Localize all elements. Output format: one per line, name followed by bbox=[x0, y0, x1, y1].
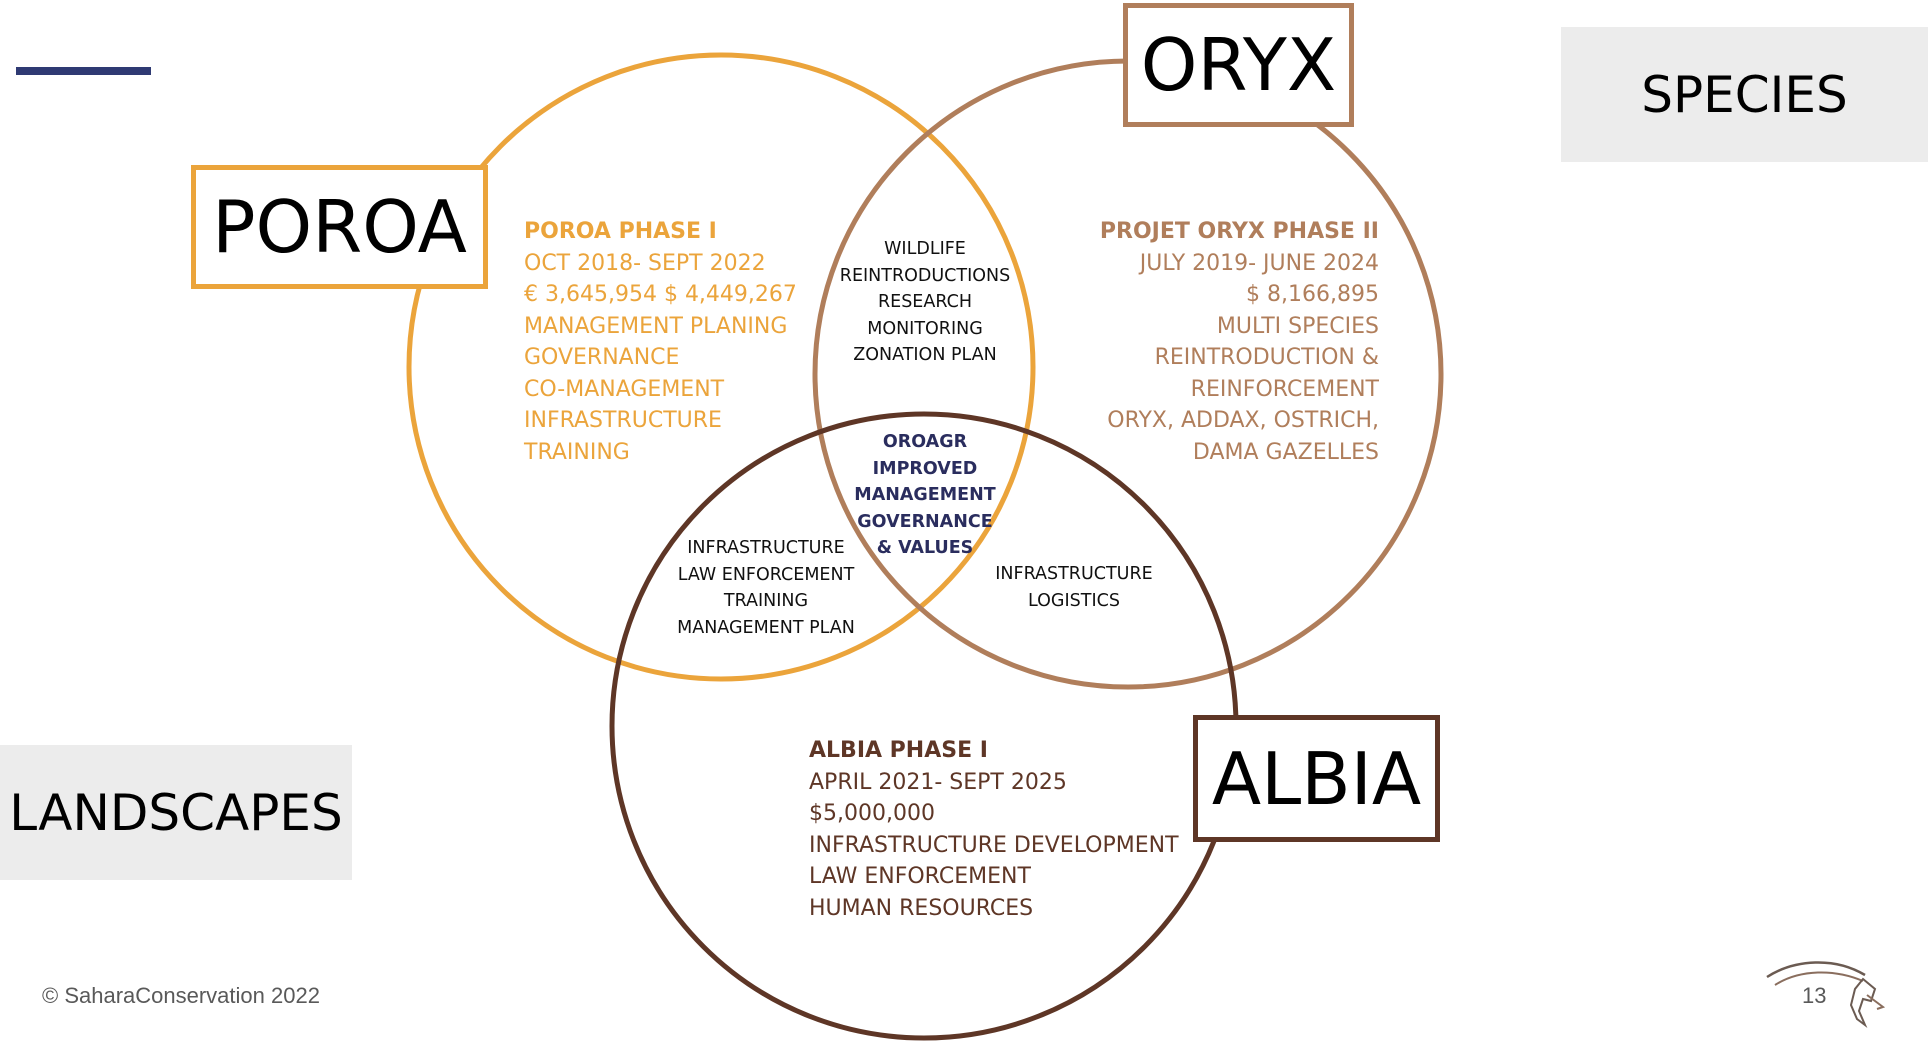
species-label: SPECIES bbox=[1641, 65, 1848, 124]
copyright-text: © SaharaConservation 2022 bbox=[42, 983, 320, 1008]
poroa-line: MANAGEMENT PLANING bbox=[524, 313, 788, 339]
albia-line: APRIL 2021- SEPT 2025 bbox=[809, 769, 1067, 795]
overlap-line: LAW ENFORCEMENT bbox=[677, 564, 855, 585]
poroa-heading: POROA PHASE I bbox=[524, 219, 717, 244]
overlap-poroa-oryx: WILDLIFE REINTRODUCTIONS RESEARCH MONITO… bbox=[825, 236, 1025, 369]
poroa-line: INFRASTRUCTURE bbox=[524, 408, 722, 433]
overlap-line: MONITORING bbox=[867, 318, 983, 339]
overlap-line: REINTRODUCTIONS bbox=[839, 265, 1011, 286]
oryx-line: DAMA GAZELLES bbox=[1192, 439, 1379, 465]
albia-label: ALBIA bbox=[1211, 736, 1422, 821]
landscapes-tag: LANDSCAPES bbox=[0, 745, 352, 880]
poroa-label-box: POROA bbox=[191, 165, 488, 289]
oryx-label: ORYX bbox=[1140, 23, 1337, 107]
oryx-logo-icon bbox=[1766, 961, 1885, 1029]
overlap-all-line: OROAGR bbox=[882, 432, 968, 452]
oryx-line: MULTI SPECIES bbox=[1216, 313, 1379, 339]
oryx-line: REINFORCEMENT bbox=[1190, 376, 1379, 402]
overlap-all-line: & VALUES bbox=[876, 538, 974, 558]
landscapes-label: LANDSCAPES bbox=[9, 783, 343, 842]
poroa-line: OCT 2018- SEPT 2022 bbox=[524, 250, 766, 276]
poroa-circle bbox=[406, 52, 1036, 682]
overlap-poroa-albia: INFRASTRUCTURE LAW ENFORCEMENT TRAINING … bbox=[656, 535, 876, 641]
overlap-line: WILDLIFE bbox=[884, 239, 966, 259]
poroa-line: TRAINING bbox=[524, 439, 630, 465]
albia-line: LAW ENFORCEMENT bbox=[809, 864, 1031, 889]
oryx-line: JULY 2019- JUNE 2024 bbox=[1139, 250, 1379, 276]
species-tag: SPECIES bbox=[1561, 27, 1928, 162]
overlap-oryx-albia: INFRASTRUCTURE LOGISTICS bbox=[974, 561, 1174, 614]
albia-line: INFRASTRUCTURE DEVELOPMENT bbox=[809, 832, 1179, 858]
overlap-line: LOGISTICS bbox=[1028, 590, 1120, 611]
albia-heading: ALBIA PHASE I bbox=[809, 738, 988, 763]
overlap-all-line: MANAGEMENT bbox=[854, 485, 996, 505]
oryx-line: $ 8,166,895 bbox=[1246, 282, 1379, 307]
overlap-all-line: IMPROVED bbox=[872, 458, 978, 479]
overlap-line: TRAINING bbox=[723, 591, 809, 611]
oryx-label-box: ORYX bbox=[1123, 3, 1354, 127]
overlap-line: INFRASTRUCTURE bbox=[995, 564, 1153, 584]
oryx-line: ORYX, ADDAX, OSTRICH, bbox=[1107, 408, 1379, 433]
poroa-label: POROA bbox=[212, 185, 467, 269]
overlap-line: RESEARCH bbox=[877, 292, 973, 312]
page-number: 13 bbox=[1802, 983, 1827, 1008]
poroa-line: GOVERNANCE bbox=[524, 345, 680, 370]
oryx-details: PROJET ORYX PHASE II JULY 2019- JUNE 202… bbox=[1100, 216, 1379, 468]
overlap-line: INFRASTRUCTURE bbox=[687, 538, 845, 558]
albia-line: $5,000,000 bbox=[809, 801, 935, 826]
poroa-details: POROA PHASE I OCT 2018- SEPT 2022 € 3,64… bbox=[524, 216, 797, 468]
overlap-line: ZONATION PLAN bbox=[853, 345, 997, 365]
overlap-all-line: GOVERNANCE bbox=[857, 511, 993, 532]
overlap-line: MANAGEMENT PLAN bbox=[677, 617, 855, 638]
poroa-line: € 3,645,954 $ 4,449,267 bbox=[524, 282, 797, 307]
accent-bar bbox=[16, 67, 151, 75]
albia-line: HUMAN RESOURCES bbox=[809, 895, 1034, 921]
oryx-heading: PROJET ORYX PHASE II bbox=[1099, 219, 1379, 244]
oryx-line: REINTRODUCTION & bbox=[1154, 345, 1379, 370]
albia-label-box: ALBIA bbox=[1193, 715, 1440, 842]
albia-details: ALBIA PHASE I APRIL 2021- SEPT 2025 $5,0… bbox=[809, 735, 1179, 924]
poroa-line: CO-MANAGEMENT bbox=[524, 376, 725, 402]
overlap-all: OROAGR IMPROVED MANAGEMENT GOVERNANCE & … bbox=[825, 429, 1025, 562]
